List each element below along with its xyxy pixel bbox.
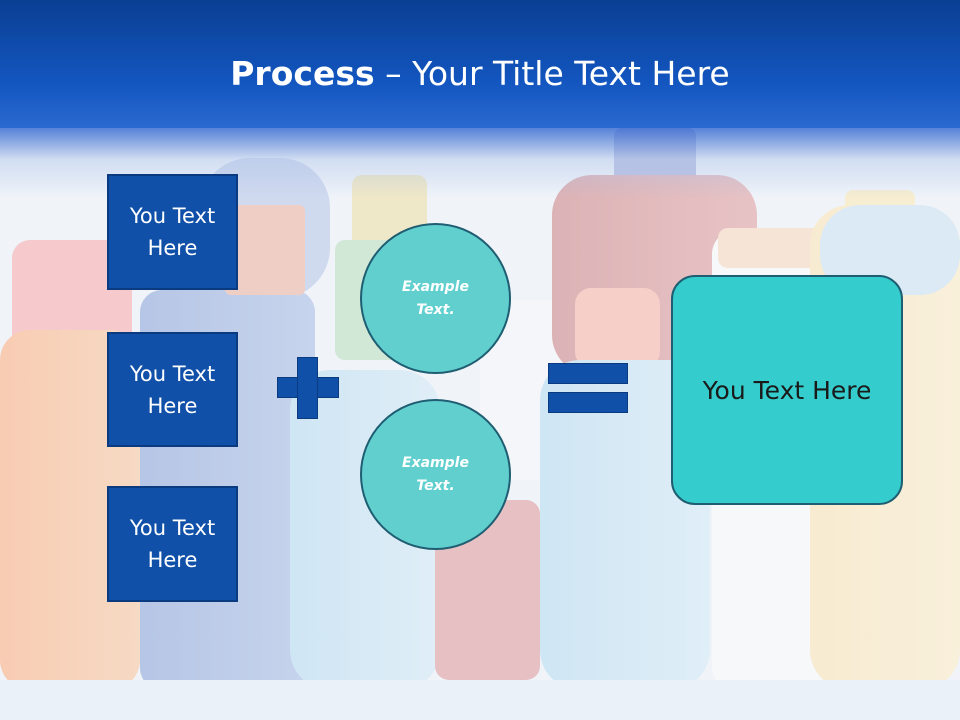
- input-box-2[interactable]: You Text Here: [107, 332, 238, 447]
- example-circle-2[interactable]: Example Text.: [360, 399, 511, 550]
- equals-bottom-bar: [548, 392, 628, 413]
- title-bold-part: Process: [230, 54, 375, 93]
- input-box-label: You Text Here: [129, 361, 216, 418]
- example-circle-1[interactable]: Example Text.: [360, 223, 511, 374]
- result-box[interactable]: You Text Here: [671, 275, 903, 505]
- plus-vertical-bar: [297, 357, 318, 419]
- result-label: You Text Here: [702, 375, 872, 405]
- equals-top-bar: [548, 363, 628, 384]
- circle-label: Example Text.: [402, 454, 469, 494]
- header-band: [0, 0, 960, 128]
- input-box-1[interactable]: You Text Here: [107, 174, 238, 290]
- title-rest-part: – Your Title Text Here: [374, 54, 730, 93]
- input-box-3[interactable]: You Text Here: [107, 486, 238, 602]
- input-box-label: You Text Here: [129, 516, 216, 572]
- slide-title[interactable]: Process – Your Title Text Here: [0, 50, 960, 98]
- input-box-label: You Text Here: [129, 204, 216, 260]
- circle-label: Example Text.: [402, 278, 469, 318]
